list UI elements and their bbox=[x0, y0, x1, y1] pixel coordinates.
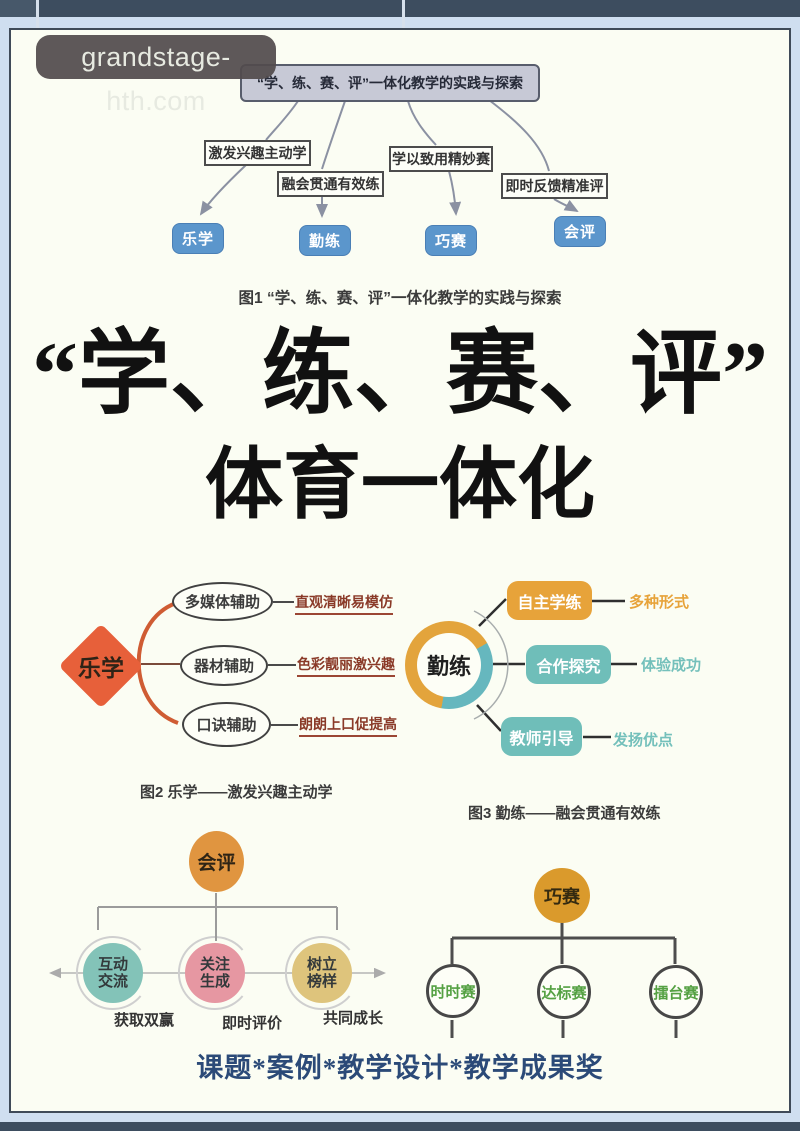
figure2-item-label: 直观清晰易模仿 bbox=[295, 592, 393, 615]
figure5-node-circle: 时时赛 bbox=[426, 964, 480, 1018]
top-bar-divider bbox=[36, 0, 39, 28]
top-bar-segment bbox=[0, 0, 36, 17]
figure4-node-circle: 树立榜样 bbox=[292, 943, 352, 1003]
figure3-node-box: 教师引导 bbox=[501, 717, 582, 756]
figure2-center-label: 乐学 bbox=[78, 655, 124, 681]
figure4-root-circle: 会评 bbox=[189, 831, 244, 892]
figure4-node-circle: 互动交流 bbox=[83, 943, 143, 1003]
figure1-node-box: 会评 bbox=[554, 216, 606, 247]
figure5-root-circle: 巧赛 bbox=[534, 868, 590, 923]
figure4-item-label: 即时评价 bbox=[222, 1015, 283, 1032]
figure2-caption: 图2 乐学——激发兴趣主动学 bbox=[140, 784, 333, 801]
figure5-node-circle: 擂台赛 bbox=[649, 965, 703, 1019]
figure1-branch-box: 即时反馈精准评 bbox=[501, 173, 608, 199]
figure4-node-label: 关注生成 bbox=[199, 955, 230, 990]
figure2-node-ellipse: 口诀辅助 bbox=[182, 702, 271, 747]
paper-sheet bbox=[9, 28, 791, 1113]
figure1-branch-box: 激发兴趣主动学 bbox=[204, 140, 311, 166]
page-title-line2: 体育一体化 bbox=[204, 441, 595, 528]
window-bottom-bar bbox=[0, 1122, 800, 1131]
figure1-branch-box: 学以致用精妙赛 bbox=[389, 146, 493, 172]
figure3-node-box: 自主学练 bbox=[507, 581, 592, 620]
figure3-item-label: 多种形式 bbox=[629, 594, 690, 611]
figure1-caption: 图1 “学、练、赛、评”一体化教学的实践与探索 bbox=[238, 290, 562, 307]
figure4-item-label: 获取双赢 bbox=[114, 1012, 175, 1029]
figure1-branch-box: 融会贯通有效练 bbox=[277, 171, 384, 197]
figure4-node-label: 树立榜样 bbox=[306, 955, 337, 990]
footer-text: 课题*案例*教学设计*教学成果奖 bbox=[196, 1053, 604, 1083]
figure3-item-label: 体验成功 bbox=[641, 657, 702, 674]
figure2-item-label: 朗朗上口促提高 bbox=[299, 714, 397, 737]
figure3-center-ring: 勤练 bbox=[405, 621, 493, 709]
watermark: grandstage-hth.com bbox=[36, 35, 276, 116]
figure3-center-label: 勤练 bbox=[417, 633, 481, 697]
figure3-item-label: 发扬优点 bbox=[613, 732, 674, 749]
figure1-node-box: 乐学 bbox=[172, 223, 224, 254]
figure4-node-label: 互动交流 bbox=[97, 955, 128, 990]
figure2-item-label: 色彩靓丽激兴趣 bbox=[297, 654, 395, 677]
figure5-node-circle: 达标赛 bbox=[537, 965, 591, 1019]
figure2-node-ellipse: 器材辅助 bbox=[180, 645, 268, 686]
figure2-node-ellipse: 多媒体辅助 bbox=[172, 582, 273, 621]
figure4-item-label: 共同成长 bbox=[323, 1010, 384, 1027]
window-top-bar bbox=[0, 0, 800, 17]
figure3-caption: 图3 勤练——融会贯通有效练 bbox=[468, 805, 661, 822]
figure3-node-box: 合作探究 bbox=[526, 645, 611, 684]
top-bar-divider bbox=[402, 0, 405, 28]
figure1-root-box: “学、练、赛、评”一体化教学的实践与探索 bbox=[240, 64, 540, 102]
figure1-node-box: 巧赛 bbox=[425, 225, 477, 256]
page-title-line1: “学、练、赛、评” bbox=[31, 323, 768, 425]
figure1-node-box: 勤练 bbox=[299, 225, 351, 256]
figure4-node-circle: 关注生成 bbox=[185, 943, 245, 1003]
